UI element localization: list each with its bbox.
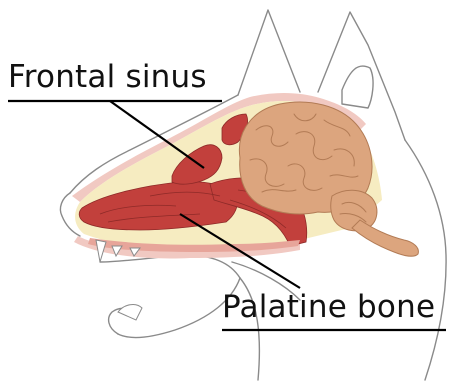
frontal-sinus-label: Frontal sinus xyxy=(8,62,207,93)
palatine-bone-label: Palatine bone xyxy=(222,292,435,323)
